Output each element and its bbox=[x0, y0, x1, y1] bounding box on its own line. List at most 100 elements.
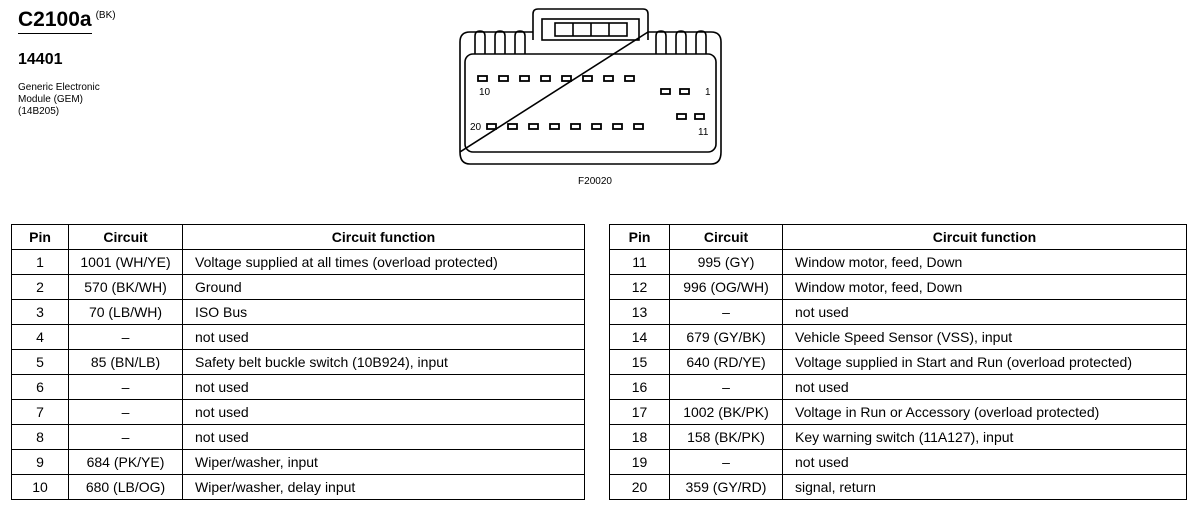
function-cell: not used bbox=[782, 449, 1187, 475]
module-name-line: (14B205) bbox=[18, 106, 60, 117]
pin-cell: 8 bbox=[11, 424, 69, 450]
pin-cavity bbox=[486, 123, 497, 130]
circuit-cell: 359 (GY/RD) bbox=[669, 474, 783, 500]
pin-cell: 1 bbox=[11, 249, 69, 275]
header-function: Circuit function bbox=[182, 224, 585, 250]
function-cell: Safety belt buckle switch (10B924), inpu… bbox=[182, 349, 585, 375]
pin-cavity bbox=[679, 88, 690, 95]
pin-cell: 9 bbox=[11, 449, 69, 475]
module-name: Generic Electronic Module (GEM) (14B205) bbox=[18, 82, 128, 118]
table-row: 19–not used bbox=[609, 449, 1187, 475]
pin-cell: 12 bbox=[609, 274, 670, 300]
circuit-cell: – bbox=[669, 449, 783, 475]
header-function: Circuit function bbox=[782, 224, 1187, 250]
pin-cavity bbox=[477, 75, 488, 82]
pin-cavity bbox=[633, 123, 644, 130]
connector-cavity-area bbox=[464, 53, 717, 153]
pin-cell: 20 bbox=[609, 474, 670, 500]
pin-cavity bbox=[507, 123, 518, 130]
pin-label-11: 11 bbox=[698, 127, 709, 138]
pin-cell: 10 bbox=[11, 474, 69, 500]
header-pin: Pin bbox=[609, 224, 670, 250]
pin-cavity bbox=[528, 123, 539, 130]
pin-cavity bbox=[603, 75, 614, 82]
circuit-cell: – bbox=[68, 424, 183, 450]
pin-cell: 2 bbox=[11, 274, 69, 300]
pin-cell: 17 bbox=[609, 399, 670, 425]
pin-cavity bbox=[676, 113, 687, 120]
function-cell: not used bbox=[782, 374, 1187, 400]
circuit-cell: 995 (GY) bbox=[669, 249, 783, 275]
module-name-line: Module (GEM) bbox=[18, 94, 84, 105]
pin-cell: 7 bbox=[11, 399, 69, 425]
connector-face-diagram: 10 1 20 11 F20020 bbox=[459, 8, 722, 187]
table-row: 7–not used bbox=[11, 399, 585, 425]
part-number: 14401 bbox=[18, 51, 63, 68]
pin-cavity bbox=[549, 123, 560, 130]
pin-cavity bbox=[540, 75, 551, 82]
pin-cell: 4 bbox=[11, 324, 69, 350]
pin-cell: 16 bbox=[609, 374, 670, 400]
pin-cavity bbox=[498, 75, 509, 82]
circuit-cell: 640 (RD/YE) bbox=[669, 349, 783, 375]
header-circuit: Circuit bbox=[68, 224, 183, 250]
table-header-row: Pin Circuit Circuit function bbox=[609, 224, 1187, 250]
pin-cavity bbox=[694, 113, 705, 120]
circuit-cell: – bbox=[68, 374, 183, 400]
pin-cell: 18 bbox=[609, 424, 670, 450]
function-cell: ISO Bus bbox=[182, 299, 585, 325]
header-circuit: Circuit bbox=[669, 224, 783, 250]
circuit-cell: 1001 (WH/YE) bbox=[68, 249, 183, 275]
circuit-cell: 996 (OG/WH) bbox=[669, 274, 783, 300]
connector-latch-inner bbox=[541, 18, 640, 41]
connector-header: C2100a(BK) bbox=[18, 8, 116, 34]
circuit-cell: 680 (LB/OG) bbox=[68, 474, 183, 500]
pin-cell: 6 bbox=[11, 374, 69, 400]
function-cell: not used bbox=[182, 399, 585, 425]
pin-cavity bbox=[570, 123, 581, 130]
function-cell: Window motor, feed, Down bbox=[782, 274, 1187, 300]
pin-label-1: 1 bbox=[705, 87, 711, 98]
module-name-line: Generic Electronic bbox=[18, 82, 100, 93]
pin-cavities bbox=[477, 75, 705, 130]
pin-cell: 11 bbox=[609, 249, 670, 275]
circuit-cell: – bbox=[669, 374, 783, 400]
function-cell: Vehicle Speed Sensor (VSS), input bbox=[782, 324, 1187, 350]
function-cell: Wiper/washer, delay input bbox=[182, 474, 585, 500]
circuit-cell: 1002 (BK/PK) bbox=[669, 399, 783, 425]
circuit-cell: – bbox=[68, 324, 183, 350]
function-cell: Wiper/washer, input bbox=[182, 449, 585, 475]
circuit-cell: – bbox=[68, 399, 183, 425]
pin-cavity bbox=[519, 75, 530, 82]
circuit-cell: 684 (PK/YE) bbox=[68, 449, 183, 475]
function-cell: Ground bbox=[182, 274, 585, 300]
function-cell: Voltage in Run or Accessory (overload pr… bbox=[782, 399, 1187, 425]
circuit-cell: 570 (BK/WH) bbox=[68, 274, 183, 300]
function-cell: not used bbox=[182, 424, 585, 450]
table-header-row: Pin Circuit Circuit function bbox=[11, 224, 585, 250]
function-cell: Key warning switch (11A127), input bbox=[782, 424, 1187, 450]
circuit-cell: 85 (BN/LB) bbox=[68, 349, 183, 375]
pin-cell: 15 bbox=[609, 349, 670, 375]
table-row: 13–not used bbox=[609, 299, 1187, 325]
pin-cavity bbox=[591, 123, 602, 130]
table-row: 8–not used bbox=[11, 424, 585, 450]
connector-id: C2100a bbox=[18, 8, 92, 34]
connector-color-code: (BK) bbox=[95, 10, 116, 21]
function-cell: Voltage supplied at all times (overload … bbox=[182, 249, 585, 275]
